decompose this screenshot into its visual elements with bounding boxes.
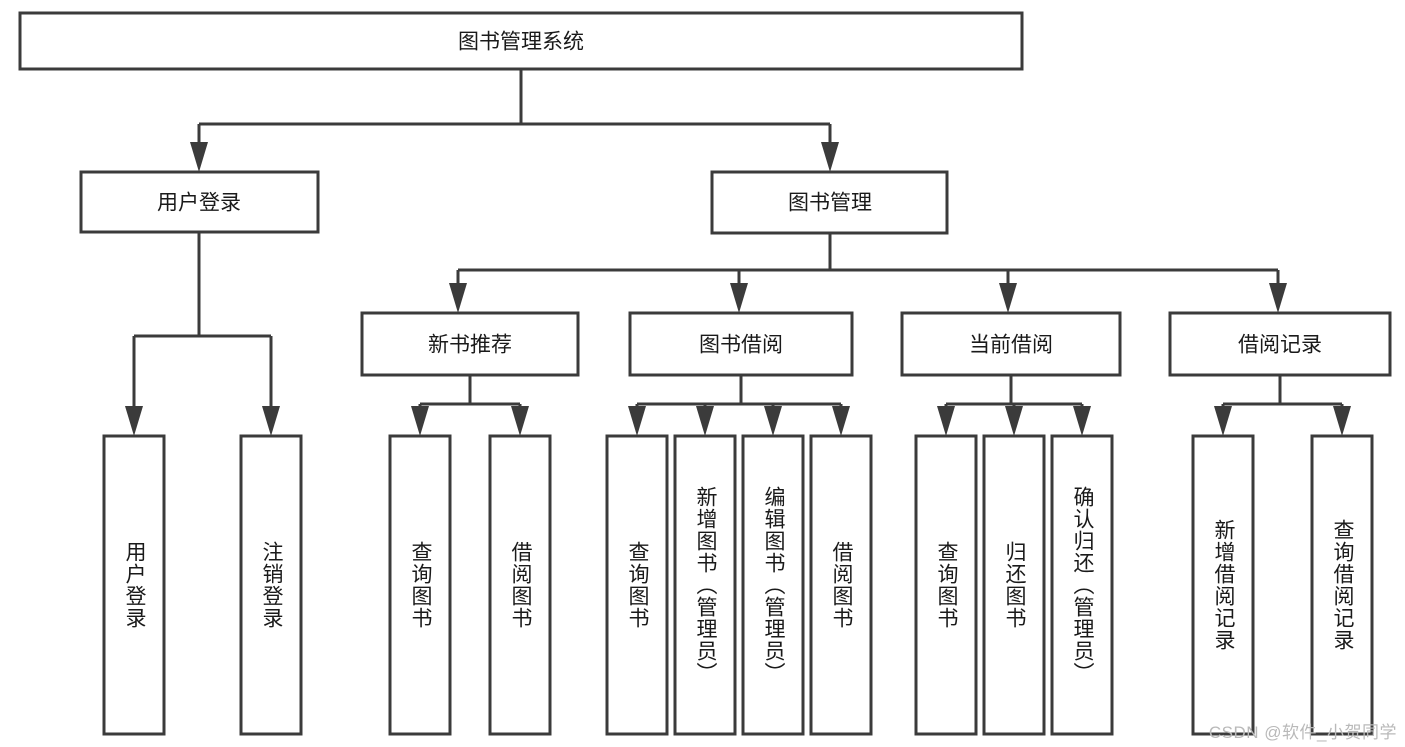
leaf-box-user-login-2[interactable]: [239, 434, 303, 736]
node-current-borrow[interactable]: 当前借阅: [900, 311, 1122, 377]
arrow-bookborrow-leaf-3-icon: [764, 406, 782, 436]
leaf-boxes-book-borrow: [605, 434, 873, 736]
node-new-book-recommend-label: 新书推荐: [428, 334, 512, 357]
arrow-bookmgmt-child-4-icon: [1269, 283, 1287, 313]
node-borrow-record-box[interactable]: [1168, 311, 1392, 377]
csdn-watermark: CSDN @软件_小贺同学: [1208, 723, 1397, 742]
arrow-newbook-leaf-1-icon: [411, 406, 429, 436]
arrow-root-to-userlogin-icon: [190, 142, 208, 172]
leaf-box-current-borrow-1[interactable]: [914, 434, 978, 736]
arrow-borrowrecord-leaf-2-icon: [1333, 406, 1351, 436]
node-root-box[interactable]: [18, 11, 1024, 71]
leaf-box-borrow-record-2[interactable]: [1310, 434, 1374, 736]
leaf-box-user-login-1[interactable]: [102, 434, 166, 736]
edge-group-root: [190, 69, 839, 172]
leaf-boxes-current-borrow: [914, 434, 1114, 736]
node-user-login-label: 用户登录: [157, 192, 241, 215]
leaf-box-new-book-1[interactable]: [388, 434, 452, 736]
node-book-borrow-label: 图书借阅: [699, 334, 783, 357]
node-book-management[interactable]: 图书管理: [710, 170, 949, 235]
leaf-box-book-borrow-1[interactable]: [605, 434, 669, 736]
node-user-login-box[interactable]: [79, 170, 320, 234]
arrow-bookmgmt-child-1-icon: [449, 283, 467, 313]
leaf-box-new-book-2[interactable]: [488, 434, 552, 736]
arrow-borrowrecord-leaf-1-icon: [1214, 406, 1232, 436]
leaf-box-book-borrow-3[interactable]: [741, 434, 805, 736]
edge-group-borrowrecord: [1214, 375, 1351, 436]
edge-group-bookmgmt: [449, 233, 1287, 313]
arrow-userlogin-leaf-2-icon: [262, 406, 280, 436]
edge-group-newbook: [411, 375, 529, 436]
arrow-bookborrow-leaf-2-icon: [696, 406, 714, 436]
edge-group-currentborrow: [937, 375, 1091, 436]
arrow-currentborrow-leaf-3-icon: [1073, 406, 1091, 436]
node-new-book-recommend-box[interactable]: [360, 311, 580, 377]
node-root[interactable]: 图书管理系统: [18, 11, 1024, 71]
node-current-borrow-box[interactable]: [900, 311, 1122, 377]
node-book-management-box[interactable]: [710, 170, 949, 235]
node-current-borrow-label: 当前借阅: [969, 334, 1053, 357]
arrow-bookmgmt-child-2-icon: [730, 283, 748, 313]
leaf-boxes-user-login: [102, 434, 303, 736]
node-book-borrow[interactable]: 图书借阅: [628, 311, 854, 377]
node-book-management-label: 图书管理: [788, 192, 872, 215]
arrow-root-to-bookmgmt-icon: [821, 142, 839, 172]
leaf-box-borrow-record-1[interactable]: [1191, 434, 1255, 736]
node-book-borrow-box[interactable]: [628, 311, 854, 377]
leaf-boxes-borrow-record: [1191, 434, 1374, 736]
node-borrow-record[interactable]: 借阅记录: [1168, 311, 1392, 377]
arrow-bookmgmt-child-3-icon: [999, 283, 1017, 313]
node-root-label: 图书管理系统: [458, 31, 584, 54]
leaf-boxes-new-book-recommend: [388, 434, 552, 736]
leaf-box-current-borrow-3[interactable]: [1050, 434, 1114, 736]
edge-group-userlogin: [125, 232, 280, 436]
leaf-box-book-borrow-2[interactable]: [673, 434, 737, 736]
edge-group-bookborrow: [628, 375, 850, 436]
arrow-currentborrow-leaf-2-icon: [1005, 406, 1023, 436]
arrow-userlogin-leaf-1-icon: [125, 406, 143, 436]
arrow-bookborrow-leaf-1-icon: [628, 406, 646, 436]
arrow-newbook-leaf-2-icon: [511, 406, 529, 436]
node-borrow-record-label: 借阅记录: [1238, 334, 1322, 357]
arrow-currentborrow-leaf-1-icon: [937, 406, 955, 436]
node-user-login[interactable]: 用户登录: [79, 170, 320, 234]
leaf-box-current-borrow-2[interactable]: [982, 434, 1046, 736]
leaf-box-book-borrow-4[interactable]: [809, 434, 873, 736]
arrow-bookborrow-leaf-4-icon: [832, 406, 850, 436]
node-new-book-recommend[interactable]: 新书推荐: [360, 311, 580, 377]
